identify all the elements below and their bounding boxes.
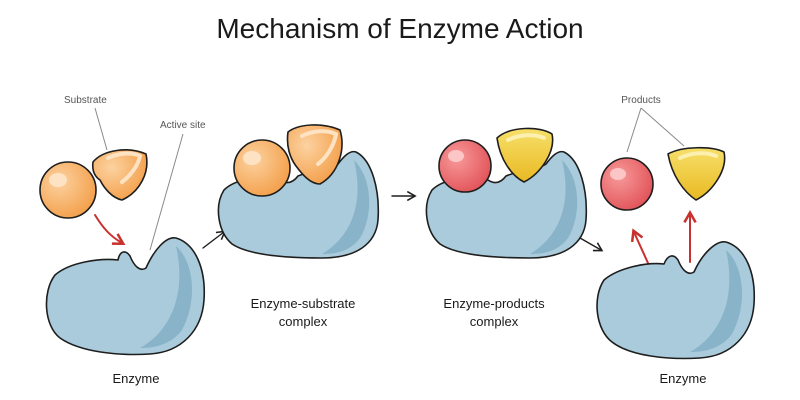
active-site-callout-line [149, 133, 184, 251]
substrate-callout: Substrate [64, 95, 107, 106]
active-site-callout: Active site [160, 120, 206, 131]
stage-4-products-released: Products Enzyme [596, 95, 756, 386]
es-complex-label-line1: Enzyme-substrate [251, 296, 356, 311]
products-callout-line-1 [626, 107, 642, 153]
enzyme-left [45, 237, 206, 356]
ep-complex-label-line1: Enzyme-products [443, 296, 545, 311]
flow-arrow-1 [202, 230, 227, 249]
ep-complex-label-line2: complex [470, 314, 519, 329]
enzyme-right [596, 241, 756, 360]
product-triangle-bound [496, 127, 554, 183]
stage-1-enzyme-and-substrate: Substrate Active site Enzyme [39, 95, 206, 386]
binding-arrow [94, 214, 126, 245]
enzyme-right-label: Enzyme [660, 371, 707, 386]
stage-2-enzyme-substrate-complex: Enzyme-substrate complex [217, 124, 380, 329]
stage-3-enzyme-products-complex: Enzyme-products complex [425, 127, 588, 329]
substrate-molecule [39, 149, 148, 219]
products-callout-line-2 [640, 107, 685, 147]
product-sphere-free [600, 157, 654, 211]
diagram-title: Mechanism of Enzyme Action [216, 13, 583, 44]
es-complex-label-line2: complex [279, 314, 328, 329]
enzyme-left-label: Enzyme [113, 371, 160, 386]
flow-arrow-3 [579, 237, 604, 252]
bound-substrate [233, 124, 343, 197]
product-sphere-bound [438, 139, 492, 193]
product-triangle-free [667, 146, 726, 201]
products-callout: Products [621, 95, 660, 106]
substrate-callout-line [94, 107, 108, 151]
